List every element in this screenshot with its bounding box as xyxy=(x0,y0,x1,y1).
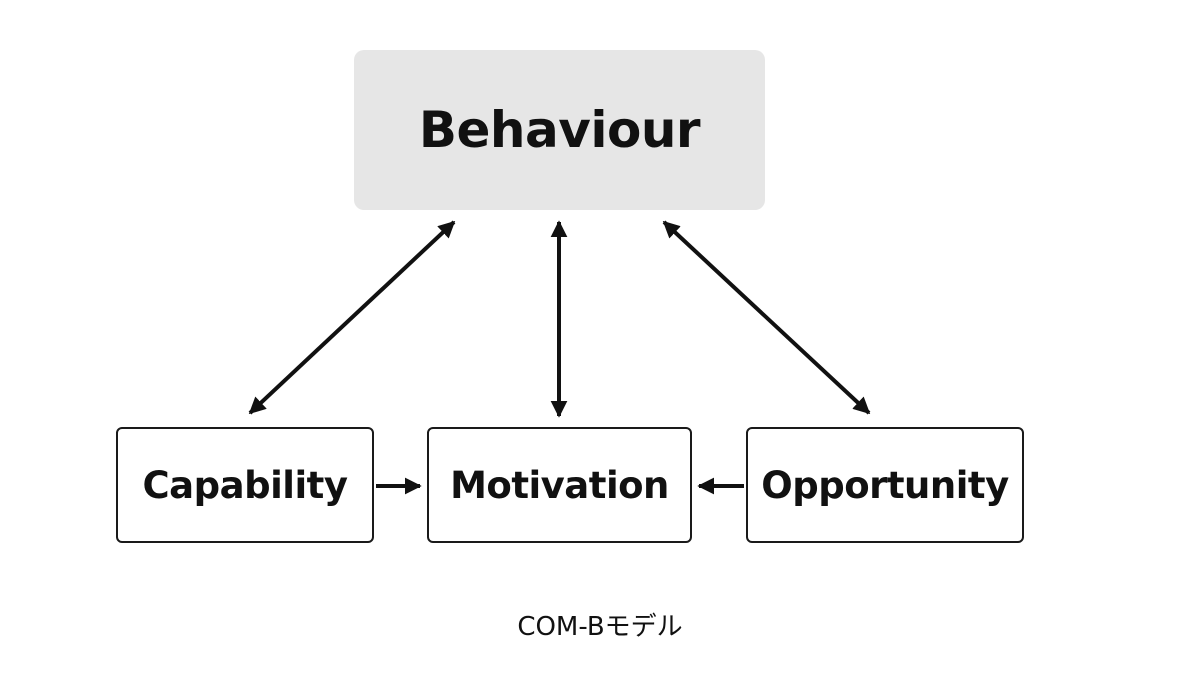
capability-node: Capability xyxy=(116,427,374,543)
arrow-opportunity-behaviour xyxy=(662,220,871,415)
arrow-capability-behaviour xyxy=(248,220,456,415)
motivation-node: Motivation xyxy=(427,427,692,543)
opportunity-node: Opportunity xyxy=(746,427,1024,543)
behaviour-node: Behaviour xyxy=(354,50,765,210)
diagram-caption: COM-Bモデル xyxy=(517,612,683,642)
